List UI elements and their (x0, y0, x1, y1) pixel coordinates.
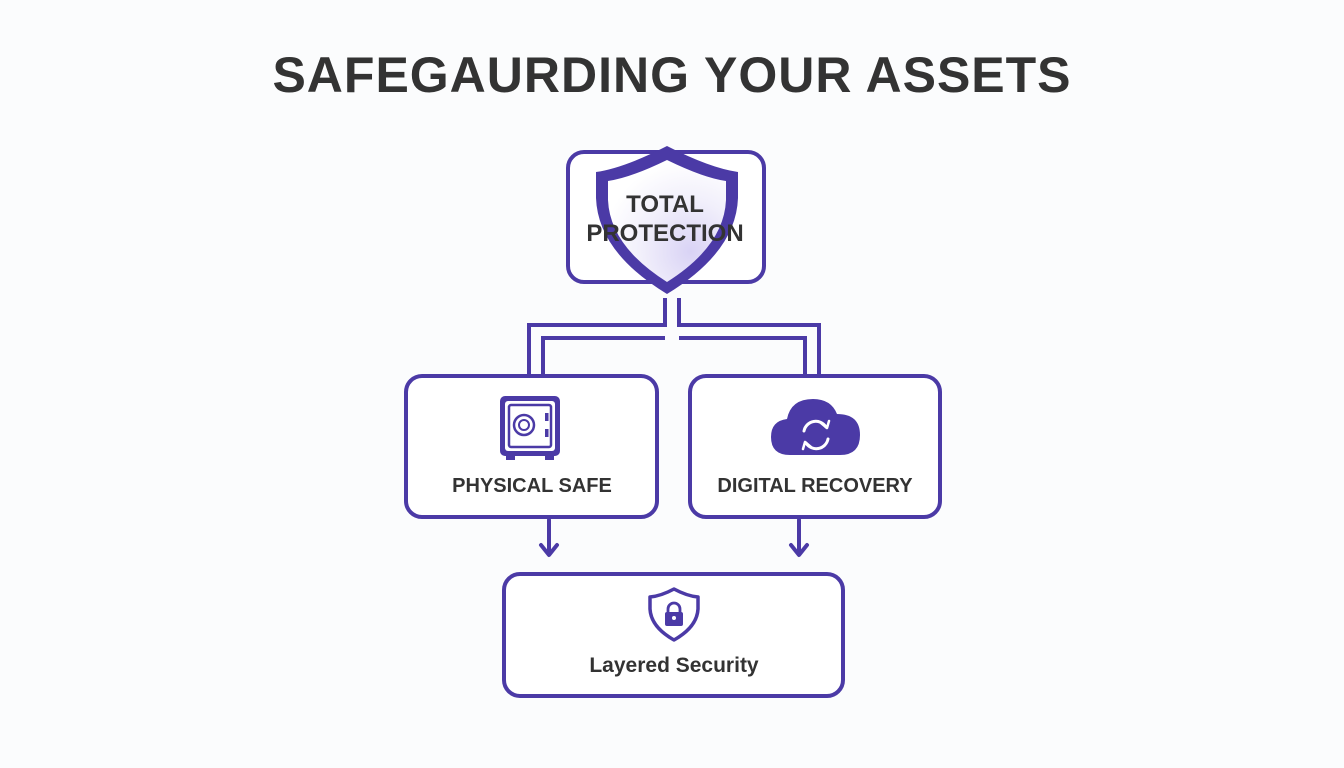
node-physical-safe: PHYSICAL SAFE (404, 374, 659, 519)
node-digital-recovery: DIGITAL RECOVERY (688, 374, 942, 519)
cloud-sync-icon (771, 399, 860, 455)
node-layered-security: Layered Security (502, 572, 845, 698)
node-total-protection: TOTAL PROTECTION (566, 146, 766, 294)
connector-top-to-middle (527, 298, 821, 376)
diagram-title: SAFEGAURDING YOUR ASSETS (272, 47, 1072, 103)
safe-icon (500, 396, 560, 460)
node-layered-security-label: Layered Security (589, 654, 759, 677)
shield-lock-icon (648, 587, 700, 642)
node-total-protection-line1: TOTAL (626, 191, 704, 218)
node-physical-safe-label: PHYSICAL SAFE (452, 475, 612, 497)
node-total-protection-line2: PROTECTION (586, 220, 743, 247)
arrow-right-to-bottom (789, 518, 809, 557)
arrow-left-to-bottom (539, 518, 559, 557)
node-digital-recovery-label: DIGITAL RECOVERY (717, 475, 913, 497)
